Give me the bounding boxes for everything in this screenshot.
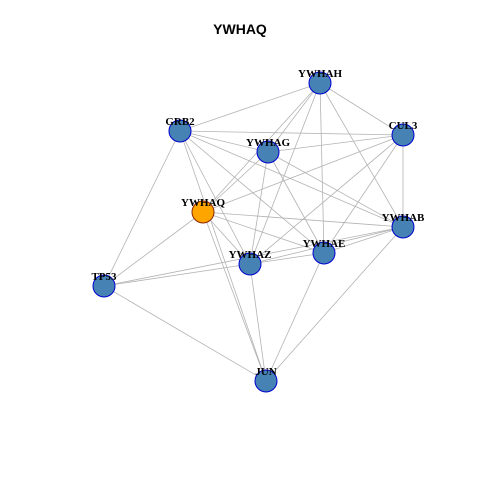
node-tp53[interactable] <box>92 274 116 298</box>
node-label-ywhab: YWHAB <box>382 212 425 224</box>
edge-ywhaq-jun <box>202 211 267 382</box>
node-label-ywhaz: YWHAZ <box>229 249 272 261</box>
edge-grb2-ywhag <box>179 130 269 153</box>
edge-ywhaz-jun <box>249 263 267 382</box>
node-ywhah[interactable] <box>308 71 332 95</box>
edge-ywhag-ywhaq <box>202 151 269 213</box>
node-cul3[interactable] <box>391 123 415 147</box>
edge-ywhah-ywhaz <box>249 82 321 265</box>
node-label-grb2: GRB2 <box>165 116 195 128</box>
edge-ywhag-ywhaz <box>249 151 269 265</box>
edge-ywhah-grb2 <box>179 82 321 132</box>
edge-ywhaq-ywhab <box>202 211 404 228</box>
edge-ywhab-ywhae <box>323 226 404 254</box>
node-jun[interactable] <box>254 369 278 393</box>
node-ywhae[interactable] <box>312 241 336 265</box>
edge-ywhag-ywhae <box>267 151 325 254</box>
node-label-ywhae: YWHAE <box>303 238 346 250</box>
edge-grb2-tp53 <box>103 130 181 287</box>
node-label-ywhah: YWHAH <box>298 68 342 80</box>
edge-ywhae-jun <box>265 252 325 382</box>
node-label-ywhaq: YWHAQ <box>181 197 225 209</box>
edge-cul3-ywhag <box>267 134 404 153</box>
edge-tp53-jun <box>103 285 267 382</box>
edge-grb2-jun <box>179 130 267 382</box>
node-label-cul3: CUL3 <box>389 120 418 132</box>
edge-grb2-ywhae <box>179 130 325 254</box>
edge-grb2-ywhaz <box>179 130 251 265</box>
node-label-jun: JUN <box>255 366 276 378</box>
node-layer <box>92 71 415 393</box>
node-label-tp53: TP53 <box>91 271 117 283</box>
edge-ywhag-ywhab <box>267 151 404 228</box>
graph-title: YWHAQ <box>213 21 267 37</box>
node-ywhab[interactable] <box>391 215 415 239</box>
edge-grb2-cul3 <box>179 130 404 136</box>
edge-ywhah-cul3 <box>319 82 404 136</box>
edge-cul3-ywhae <box>323 134 404 254</box>
edge-grb2-ywhab <box>179 130 404 228</box>
edge-cul3-ywhaq <box>202 134 404 213</box>
edge-ywhae-ywhaz <box>249 252 325 265</box>
edge-cul3-ywhaz <box>249 134 404 265</box>
edge-ywhah-ywhae <box>319 82 325 254</box>
node-ywhaq[interactable] <box>191 200 215 224</box>
node-ywhaz[interactable] <box>238 252 262 276</box>
edge-ywhah-ywhab <box>319 82 404 228</box>
edge-ywhah-ywhag <box>267 82 321 153</box>
edge-ywhaq-tp53 <box>103 211 204 287</box>
node-ywhag[interactable] <box>256 140 280 164</box>
edge-ywhaq-ywhaz <box>202 211 251 265</box>
edge-ywhaz-tp53 <box>103 263 251 287</box>
node-label-ywhag: YWHAG <box>246 137 290 149</box>
edge-layer <box>103 82 404 382</box>
node-grb2[interactable] <box>168 119 192 143</box>
edge-ywhab-jun <box>265 226 404 382</box>
